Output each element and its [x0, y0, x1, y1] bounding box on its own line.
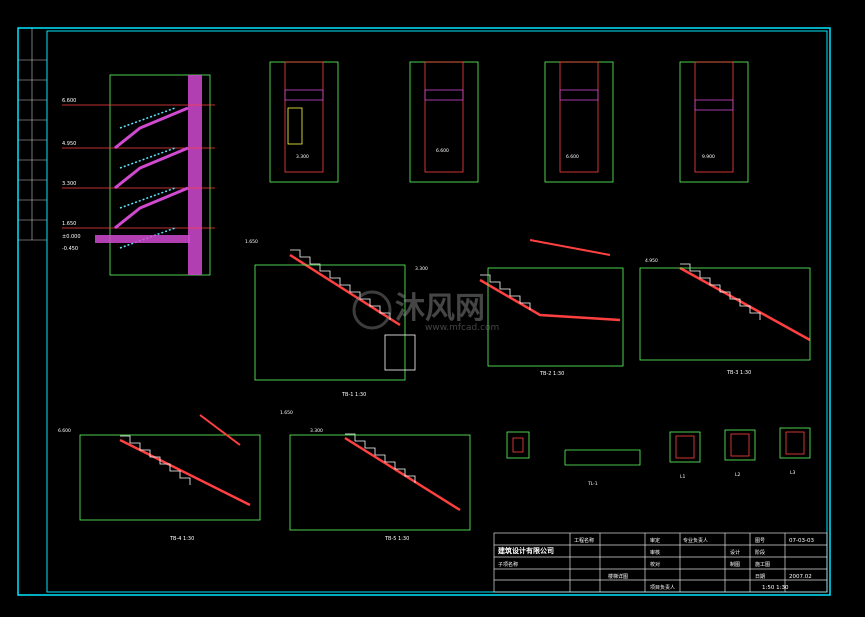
- detail-label-l2: L2: [735, 472, 741, 478]
- title-block: [493, 532, 828, 593]
- watermark: 沐风网 www.mfcad.com: [352, 290, 499, 333]
- outer-frame: [17, 27, 831, 596]
- company-name: 建筑设计有限公司: [498, 546, 554, 555]
- section-label-tb3: TB-3 1:30: [726, 370, 751, 376]
- section-label-tb2: TB-2 1:30: [539, 371, 564, 377]
- drawing-title: 楼梯详图: [608, 573, 628, 580]
- watermark-text: 沐风网: [395, 291, 485, 326]
- elev-section-4: 1.650: [280, 410, 293, 416]
- stair-flight-sections: [79, 239, 811, 531]
- elev-main-5: -0.450: [62, 246, 78, 252]
- watermark-logo-icon: [352, 290, 392, 330]
- beam-details: [506, 427, 811, 466]
- sub-project-label: 子项名称: [498, 561, 518, 568]
- drawing-no-label: 图号: [755, 538, 765, 544]
- project-name-label: 工程名称: [574, 537, 594, 544]
- elev-plan-3: 9.900: [702, 154, 715, 160]
- approve-label: 校对: [650, 561, 660, 568]
- elev-plan-2: 6.600: [566, 154, 579, 160]
- drawing-no: 07-03-03: [789, 538, 814, 544]
- left-margin-strip: [18, 28, 47, 241]
- section-label-tb4: TB-4 1:30: [169, 536, 194, 542]
- elev-plan-1: 6.600: [436, 148, 449, 154]
- section-label-tb5: TB-5 1:30: [384, 536, 409, 542]
- watermark-url: www.mfcad.com: [425, 323, 499, 333]
- elev-main-0: 6.600: [62, 98, 76, 104]
- elev-plan-0: 3.300: [296, 154, 309, 160]
- detail-label-l1: L1: [680, 474, 686, 480]
- stage-value: 施工图: [755, 561, 770, 568]
- elev-main-3: 1.650: [62, 221, 76, 227]
- stage-label: 阶段: [755, 549, 765, 556]
- review-label: 审核: [650, 549, 660, 556]
- date-value: 2007.02: [789, 574, 812, 580]
- inner-frame: [46, 30, 828, 593]
- elev-section-2: 4.950: [645, 258, 658, 264]
- elev-section-5: 3.300: [310, 428, 323, 434]
- elev-section-3: 6.600: [58, 428, 71, 434]
- elev-main-4: ±0.000: [62, 234, 81, 240]
- detail-label-l3: L3: [790, 470, 796, 476]
- elev-main-1: 4.950: [62, 141, 76, 147]
- elev-section-1: 3.300: [415, 266, 428, 272]
- stair-plans: [269, 61, 749, 183]
- spec-label: 专业负责人: [683, 537, 708, 544]
- detail-label-tl1: TL-1: [587, 481, 598, 487]
- design-label: 设计: [730, 549, 740, 556]
- main-stair-section: [62, 74, 215, 276]
- elev-section-0: 1.650: [245, 239, 258, 245]
- check-label: 审定: [650, 537, 660, 544]
- section-label-tb1: TB-1 1:30: [341, 392, 366, 398]
- proj-lead-label: 项目负责人: [650, 584, 675, 591]
- scale-value: 1:50 1:30: [762, 585, 789, 591]
- draw-label: 制图: [730, 561, 740, 568]
- elev-main-2: 3.300: [62, 181, 76, 187]
- date-label: 日期: [755, 574, 765, 580]
